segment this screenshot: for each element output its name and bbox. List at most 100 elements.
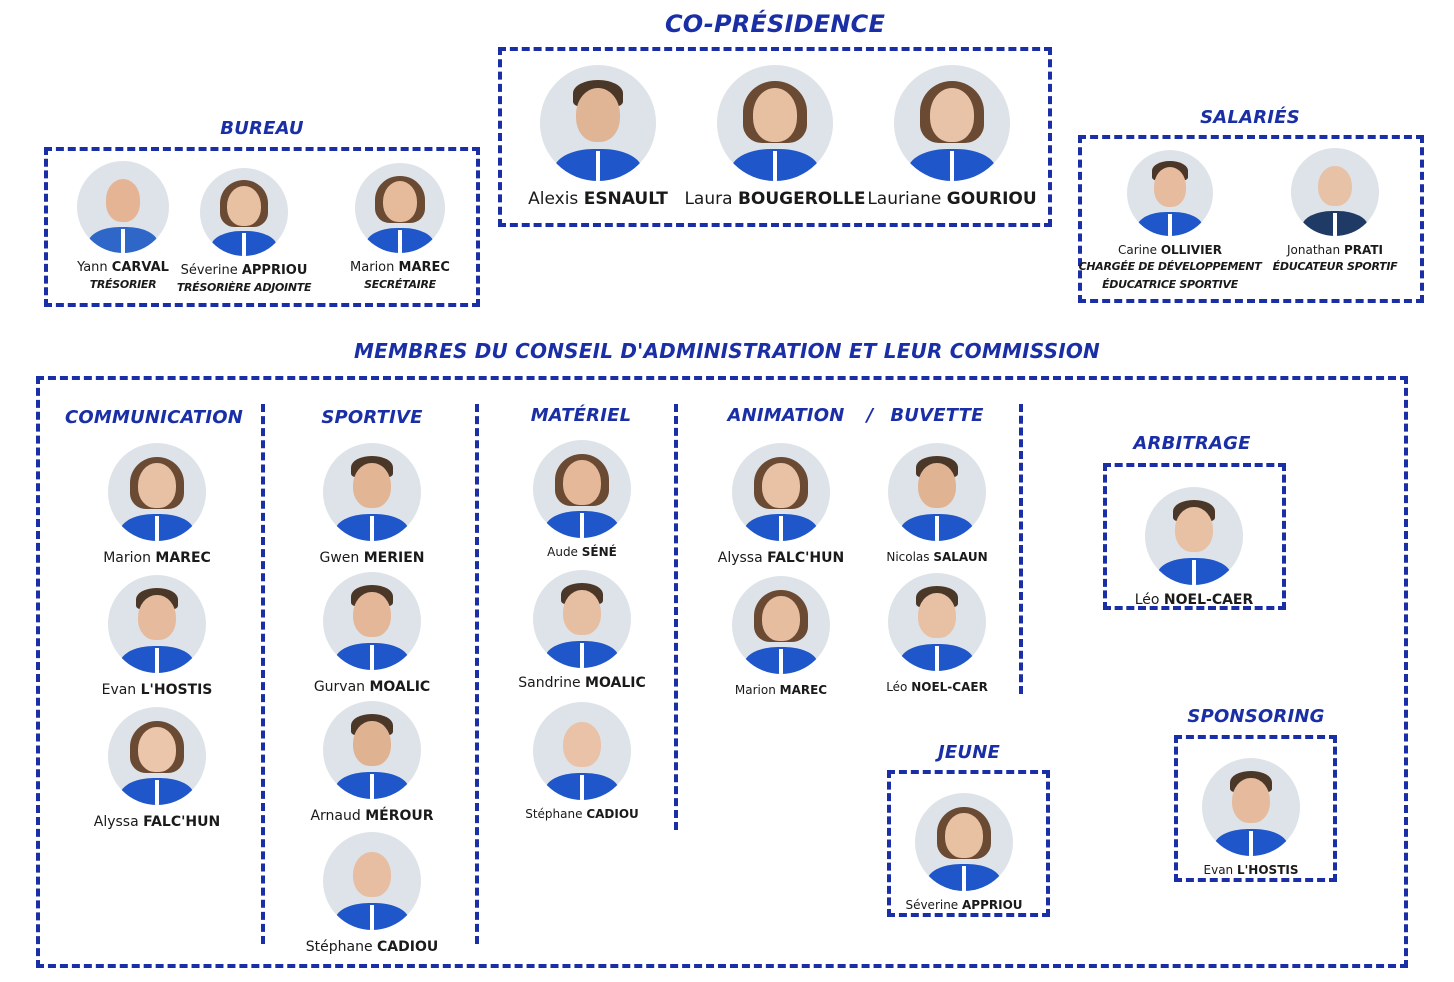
member-name: Séverine APPRIOU xyxy=(844,897,1084,913)
bureau-frame xyxy=(44,147,480,307)
avatar xyxy=(1145,487,1243,585)
first-name: Marion xyxy=(350,260,399,275)
member-name: Marion MAREC xyxy=(661,682,901,698)
avatar xyxy=(108,443,206,541)
sportive-member-merien: Gwen MERIEN xyxy=(252,443,492,567)
last-name: CADIOU xyxy=(377,939,439,955)
member-name: Jonathan PRATI xyxy=(1215,242,1454,258)
last-name: L'HOSTIS xyxy=(1236,863,1299,877)
avatar xyxy=(323,572,421,670)
divider-2 xyxy=(475,404,479,944)
member-name: Nicolas SALAUN xyxy=(817,549,1057,565)
communication-member-marec: Marion MAREC xyxy=(37,443,277,567)
avatar xyxy=(533,440,631,538)
last-name: MERIEN xyxy=(363,550,425,566)
last-name: CADIOU xyxy=(586,807,639,821)
title-conseil: MEMBRES DU CONSEIL D'ADMINISTRATION ET L… xyxy=(354,339,1100,363)
title-arbitrage: ARBITRAGE xyxy=(1133,433,1251,454)
first-name: Lauriane xyxy=(867,189,947,209)
member-name: Léo NOEL-CAER xyxy=(817,679,1057,695)
title-buvette: BUVETTE xyxy=(890,405,984,426)
title-bureau: BUREAU xyxy=(220,118,304,139)
member-name: Yann CARVAL xyxy=(3,259,243,276)
copresidence-member-bougerolle: Laura BOUGEROLLE xyxy=(655,65,895,210)
last-name: PRATI xyxy=(1343,243,1383,257)
last-name: MÉROUR xyxy=(365,808,434,824)
avatar xyxy=(894,65,1010,181)
last-name: SÉNÉ xyxy=(581,545,617,559)
member-name: Evan L'HOSTIS xyxy=(37,681,277,699)
avatar xyxy=(540,65,656,181)
buvette-member-salaun: Nicolas SALAUN xyxy=(817,443,1057,565)
last-name: SALAUN xyxy=(933,550,988,564)
member-name: Gurvan MOALIC xyxy=(252,678,492,696)
avatar xyxy=(77,161,169,253)
first-name: Marion xyxy=(734,683,780,697)
last-name: NOEL-CAER xyxy=(1163,592,1254,608)
jeune-frame xyxy=(887,770,1050,917)
member-role: TRÉSORIÈRE ADJOINTE xyxy=(176,281,312,294)
member-name: Sandrine MOALIC xyxy=(462,674,702,692)
member-role: SECRÉTAIRE xyxy=(364,278,436,291)
member-role: ÉDUCATEUR SPORTIF xyxy=(1272,260,1398,273)
member-name: Marion MAREC xyxy=(37,549,277,567)
member-name: Lauriane GOURIOU xyxy=(832,189,1072,210)
avatar xyxy=(355,163,445,253)
avatar xyxy=(200,168,288,256)
avatar xyxy=(323,832,421,930)
first-name: Sandrine xyxy=(518,675,586,691)
bureau-member-appriou: Séverine APPRIOU TRÉSORIÈRE ADJOINTE xyxy=(124,168,364,297)
first-name: Marion xyxy=(103,550,156,566)
copresidence-member-esnault: Alexis ESNAULT xyxy=(478,65,718,210)
first-name: Gurvan xyxy=(313,679,370,695)
divider-3 xyxy=(674,404,678,830)
first-name: Léo xyxy=(886,680,912,694)
avatar xyxy=(323,443,421,541)
sportive-member-moalic: Gurvan MOALIC xyxy=(252,572,492,696)
first-name: Léo xyxy=(1134,592,1164,608)
member-name: Stéphane CADIOU xyxy=(252,938,492,956)
avatar xyxy=(1202,758,1300,856)
sportive-member-cadiou: Stéphane CADIOU xyxy=(252,832,492,956)
member-name: Alyssa FALC'HUN xyxy=(37,813,277,831)
first-name: Séverine xyxy=(180,263,242,278)
last-name: L'HOSTIS xyxy=(140,682,213,698)
avatar xyxy=(1291,148,1379,236)
last-name: MAREC xyxy=(155,550,211,566)
last-name: APPRIOU xyxy=(241,263,308,278)
materiel-member-sene: Aude SÉNÉ xyxy=(462,440,702,560)
member-name: Carine OLLIVIER xyxy=(1050,242,1290,258)
member-name: Aude SÉNÉ xyxy=(462,544,702,560)
member-name: Laura BOUGEROLLE xyxy=(655,189,895,210)
title-slash: / xyxy=(866,405,874,426)
first-name: Yann xyxy=(77,260,112,275)
arbitrage-member-noel-caer: Léo NOEL-CAER xyxy=(1074,487,1314,609)
first-name: Alyssa xyxy=(717,550,768,566)
materiel-member-moalic: Sandrine MOALIC xyxy=(462,570,702,692)
member-name: Evan L'HOSTIS xyxy=(1131,862,1371,878)
divider-1 xyxy=(261,404,265,944)
avatar xyxy=(108,575,206,673)
avatar xyxy=(732,576,830,674)
avatar xyxy=(888,443,986,541)
salaries-frame xyxy=(1078,135,1424,303)
first-name: Alexis xyxy=(528,189,584,209)
last-name: OLLIVIER xyxy=(1160,243,1222,257)
conseil-frame xyxy=(36,376,1408,968)
first-name: Séverine xyxy=(905,898,963,912)
materiel-member-cadiou: Stéphane CADIOU xyxy=(462,702,702,822)
last-name: MOALIC xyxy=(369,679,431,695)
avatar xyxy=(1127,150,1213,236)
first-name: Evan xyxy=(101,682,141,698)
first-name: Jonathan xyxy=(1287,243,1344,257)
member-role: TRÉSORIER xyxy=(89,278,157,291)
communication-member-falc-hun: Alyssa FALC'HUN xyxy=(37,707,277,831)
member-name: Alexis ESNAULT xyxy=(478,189,718,210)
first-name: Arnaud xyxy=(310,808,366,824)
animation-member-falc-hun: Alyssa FALC'HUN xyxy=(661,443,901,567)
last-name: BOUGEROLLE xyxy=(737,189,866,209)
member-name: Séverine APPRIOU xyxy=(124,262,364,279)
salaries-member-prati: Jonathan PRATI ÉDUCATEUR SPORTIF xyxy=(1215,148,1454,276)
avatar xyxy=(533,702,631,800)
animation-member-marec: Marion MAREC xyxy=(661,576,901,698)
